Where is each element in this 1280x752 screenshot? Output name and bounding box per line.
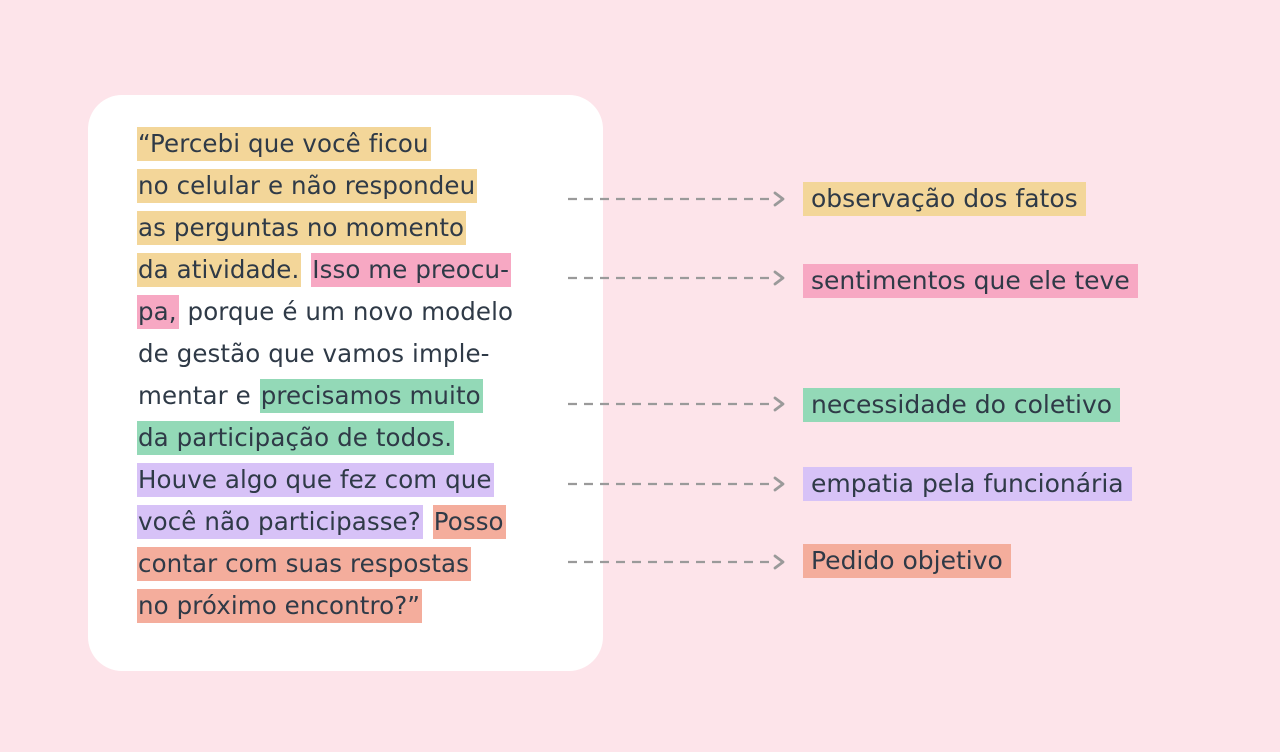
quote-line: no celular e não respondeu: [137, 169, 478, 203]
highlighted-phrase-yellow: “Percebi que você ficou: [137, 127, 431, 161]
highlighted-phrase-salmon: Posso: [432, 505, 506, 539]
highlighted-phrase-pink: Isso me preocu-: [311, 253, 512, 287]
quote-phrase: porque é um novo modelo: [179, 297, 514, 326]
quote-phrase: mentar e: [138, 381, 259, 410]
category-label: empatia pela funcionária: [803, 467, 1132, 501]
quote-line: contar com suas respostas: [137, 547, 472, 581]
quote-phrase: de gestão que vamos imple-: [138, 339, 490, 368]
highlighted-phrase-purple: você não participasse?: [137, 505, 423, 539]
arrow-head-icon: [773, 554, 785, 570]
highlighted-phrase-yellow: da atividade.: [137, 253, 302, 287]
quote-line: pa, porque é um novo modelo: [137, 295, 514, 329]
quote-line: você não participasse? Posso: [137, 505, 506, 539]
category-label: Pedido objetivo: [803, 544, 1011, 578]
quote-line: as perguntas no momento: [137, 211, 467, 245]
highlighted-phrase-pink: pa,: [137, 295, 179, 329]
highlighted-phrase-salmon: contar com suas respostas: [137, 547, 472, 581]
category-label: necessidade do coletivo: [803, 388, 1121, 422]
quote-line: da participação de todos.: [137, 421, 455, 455]
dashed-arrow-icon: [568, 270, 785, 286]
highlighted-phrase-green: precisamos muito: [259, 379, 483, 413]
highlighted-phrase-yellow: as perguntas no momento: [137, 211, 467, 245]
dashed-arrow-icon: [568, 476, 785, 492]
quote-phrase: [423, 505, 433, 539]
arrow-head-icon: [773, 270, 785, 286]
arrow-head-icon: [773, 191, 785, 207]
quote-line: “Percebi que você ficou: [137, 127, 431, 161]
highlighted-phrase-green: da participação de todos.: [137, 421, 455, 455]
highlighted-phrase-purple: Houve algo que fez com que: [137, 463, 494, 497]
category-label: observação dos fatos: [803, 182, 1086, 216]
arrow-head-icon: [773, 476, 785, 492]
quote-line: no próximo encontro?”: [137, 589, 423, 623]
quote-line: de gestão que vamos imple-: [137, 337, 491, 371]
category-label: sentimentos que ele teve: [803, 264, 1138, 298]
dashed-arrow-icon: [568, 554, 785, 570]
dashed-arrow-icon: [568, 396, 785, 412]
quote-phrase: [301, 253, 311, 287]
highlighted-phrase-salmon: no próximo encontro?”: [137, 589, 423, 623]
quote-line: Houve algo que fez com que: [137, 463, 494, 497]
quote-line: da atividade. Isso me preocu-: [137, 253, 512, 287]
quote-line: mentar e precisamos muito: [137, 379, 483, 413]
dashed-arrow-icon: [568, 191, 785, 207]
arrow-head-icon: [773, 396, 785, 412]
highlighted-phrase-yellow: no celular e não respondeu: [137, 169, 478, 203]
